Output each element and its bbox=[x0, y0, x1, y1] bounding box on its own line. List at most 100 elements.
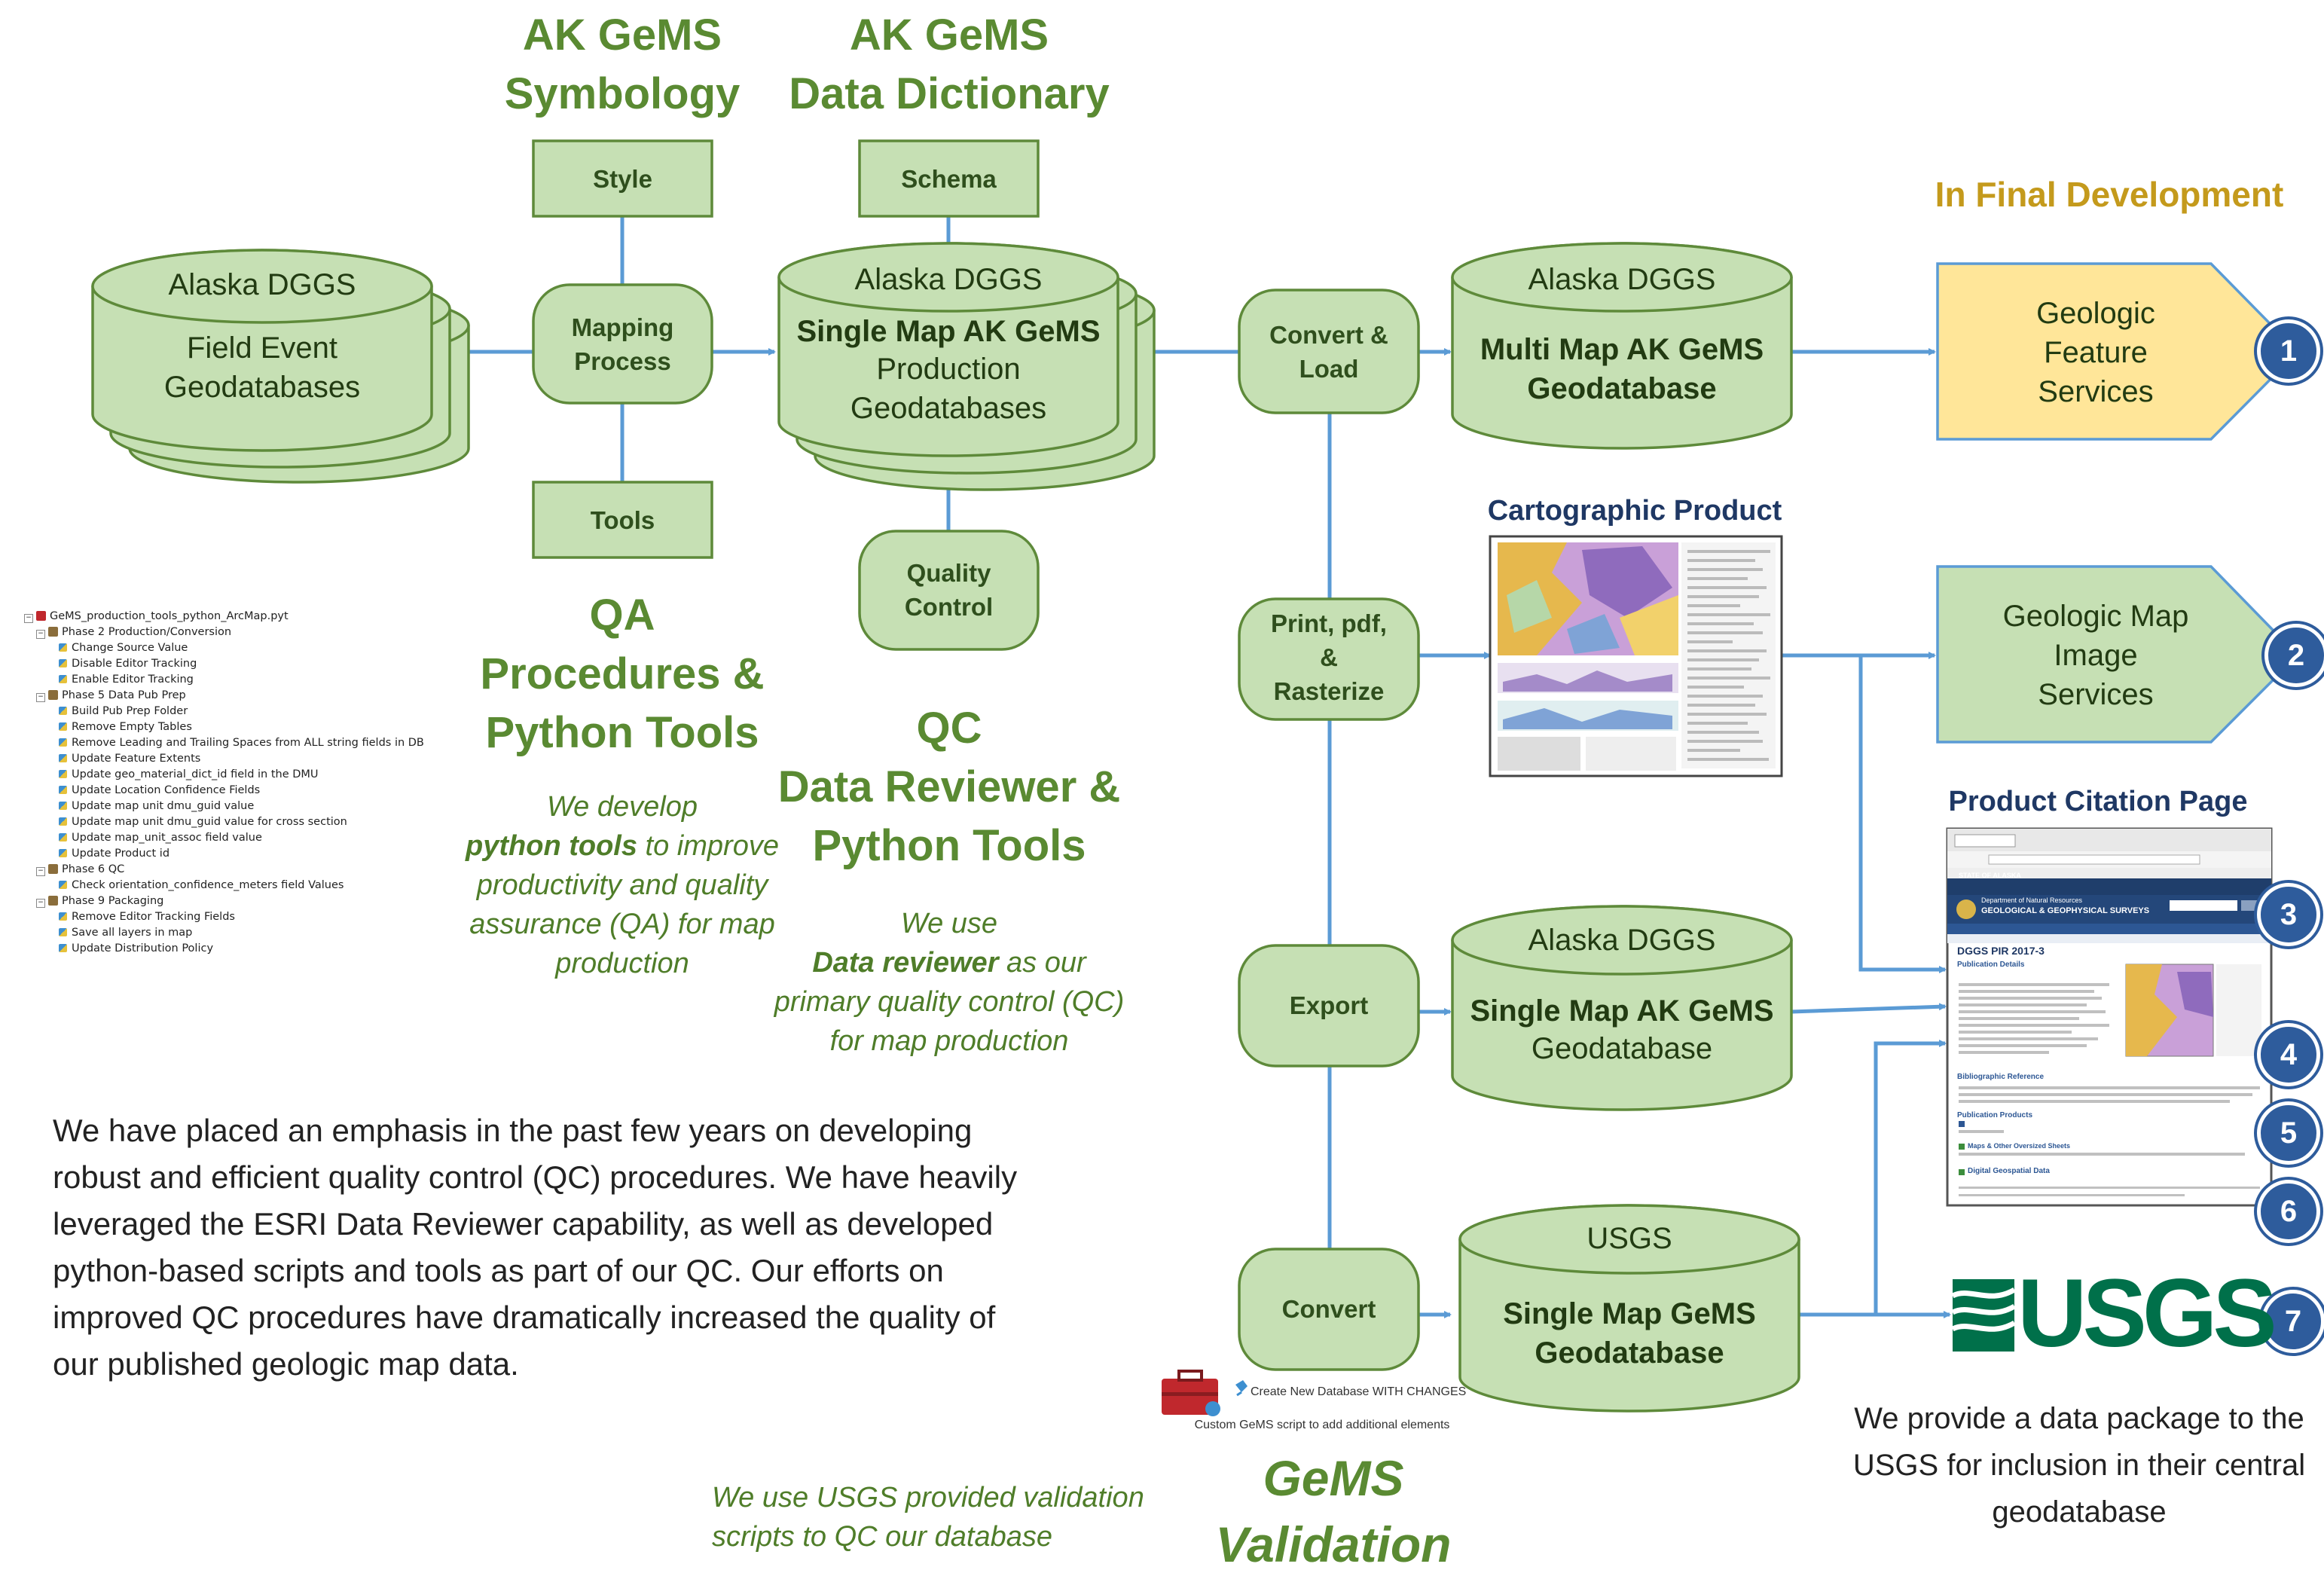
collapse-icon[interactable]: − bbox=[36, 867, 45, 876]
cylinder-production bbox=[777, 242, 1156, 491]
tree-tool-item[interactable]: Build Pub Prep Folder bbox=[24, 704, 431, 719]
citation-org: STATE OF ALASKA bbox=[1959, 872, 2109, 879]
box-convert bbox=[1238, 1248, 1420, 1371]
tree-tool-label: Update map unit dmu_guid value for cross… bbox=[72, 816, 347, 828]
qc-title: QC Data Reviewer & Python Tools bbox=[777, 704, 1121, 870]
number-badge-2: 2 bbox=[2264, 624, 2324, 687]
tree-tool-label: Check orientation_confidence_meters fiel… bbox=[72, 879, 344, 891]
tree-tool-label: Update map_unit_assoc field value bbox=[72, 832, 262, 844]
toolset-icon bbox=[48, 690, 58, 700]
mapping-process-label: Mapping Process bbox=[571, 313, 674, 375]
box-print bbox=[1238, 597, 1420, 721]
single-ak-cylinder-top: Alaska DGGS bbox=[1528, 924, 1716, 957]
script-tool-icon bbox=[59, 912, 67, 921]
citation-org-state: ALASKA bbox=[1993, 872, 2021, 879]
tree-tool-label: Update Product id bbox=[72, 848, 170, 860]
field-cylinder-top: Alaska DGGS bbox=[168, 268, 356, 301]
usgs-cylinder-top: USGS bbox=[1586, 1222, 1672, 1255]
citation-division: GEOLOGICAL & GEOPHYSICAL SURVEYS bbox=[1981, 906, 2150, 915]
box-style bbox=[532, 139, 713, 218]
toolbox-icon bbox=[1162, 1370, 1220, 1416]
citation-thumbnail bbox=[1946, 827, 2273, 1207]
script-tool-icon bbox=[59, 643, 67, 652]
toolset-icon bbox=[48, 864, 58, 874]
script-tool-icon bbox=[59, 928, 67, 936]
custom-script-caption: Custom GeMS script to add additional ele… bbox=[1194, 1419, 1450, 1431]
tree-group-label: Phase 9 Packaging bbox=[62, 895, 164, 907]
script-tool-icon bbox=[59, 944, 67, 952]
tree-tool-item[interactable]: Update Feature Extents bbox=[24, 751, 431, 767]
script-tool-icon bbox=[59, 754, 67, 762]
citation-section-maps: Maps & Other Oversized Sheets bbox=[1968, 1142, 2071, 1150]
tree-tool-label: Build Pub Prep Folder bbox=[72, 705, 188, 717]
custom-script-tool-name: Create New Database WITH CHANGES bbox=[1251, 1385, 1467, 1398]
production-cylinder-bold: Single Map AK GeMS bbox=[796, 315, 1101, 348]
tree-tool-item[interactable]: Change Source Value bbox=[24, 640, 431, 656]
citation-section-geospatial: Digital Geospatial Data bbox=[1968, 1167, 2050, 1175]
usgs-logo-text: USGS bbox=[2017, 1260, 2277, 1367]
script-tool-icon bbox=[59, 659, 67, 667]
qc-emphasis-paragraph: We have placed an emphasis in the past f… bbox=[53, 1113, 1018, 1382]
collapse-icon[interactable]: − bbox=[36, 630, 45, 639]
gems-validation-title: GeMS Validation bbox=[1215, 1450, 1452, 1572]
convert-label: Convert bbox=[1281, 1295, 1376, 1323]
tree-group[interactable]: −Phase 6 QC bbox=[24, 862, 431, 878]
multi-cylinder-bold: Multi Map AK GeMS Geodatabase bbox=[1480, 333, 1764, 405]
tree-tool-item[interactable]: Check orientation_confidence_meters fiel… bbox=[24, 878, 431, 893]
box-quality bbox=[858, 530, 1040, 651]
qa-note-emphasis: python tools bbox=[466, 830, 637, 862]
tree-root-label: GeMS_production_tools_python_ArcMap.pyt bbox=[50, 610, 289, 622]
toolbox-tree: −GeMS_production_tools_python_ArcMap.pyt… bbox=[24, 609, 431, 957]
tree-group[interactable]: − Phase 9 Packaging bbox=[24, 893, 431, 909]
citation-org-small: STATE OF bbox=[1959, 872, 1992, 879]
tree-group[interactable]: −Phase 5 Data Pub Prep bbox=[24, 688, 431, 704]
tree-tool-item[interactable]: Update Location Confidence Fields bbox=[24, 783, 431, 799]
tree-tool-item[interactable]: Update map unit dmu_guid value for cross… bbox=[24, 814, 431, 830]
cartographic-thumbnail bbox=[1489, 535, 1783, 777]
cylinder-single-ak bbox=[1451, 905, 1793, 1111]
schema-label: Schema bbox=[901, 165, 997, 193]
tree-root[interactable]: − GeMS_production_tools_python_ArcMap.pyt bbox=[24, 609, 431, 625]
qa-note-line-1: We develop bbox=[547, 791, 698, 823]
tree-tool-item[interactable]: Disable Editor Tracking bbox=[24, 656, 431, 672]
single-ak-cylinder-bold: Single Map AK GeMS bbox=[1470, 994, 1774, 1028]
cylinder-usgs bbox=[1458, 1204, 1800, 1413]
tree-group[interactable]: − Phase 2 Production/Conversion bbox=[24, 625, 431, 640]
tree-tool-label: Enable Editor Tracking bbox=[72, 673, 194, 686]
collapse-icon[interactable]: − bbox=[36, 693, 45, 702]
qc-note-emphasis: Data reviewer bbox=[812, 947, 999, 979]
image-services-label: Geologic Map Image Services bbox=[2002, 600, 2189, 711]
tree-tool-item[interactable]: Update Product id bbox=[24, 846, 431, 862]
tree-tool-label: Update Distribution Policy bbox=[72, 942, 214, 954]
citation-dept: Department of Natural Resources bbox=[1981, 896, 2083, 904]
tree-tool-item[interactable]: Enable Editor Tracking bbox=[24, 672, 431, 688]
qa-title: QA Procedures & Python Tools bbox=[480, 591, 765, 757]
tree-tool-label: Update geo_material_dict_id field in the… bbox=[72, 768, 319, 780]
citation-section-details: Publication Details bbox=[1957, 961, 2025, 969]
tree-tool-item[interactable]: Update map unit dmu_guid value bbox=[24, 799, 431, 814]
cartographic-product-label: Cartographic Product bbox=[1487, 495, 1782, 527]
tree-tool-item[interactable]: Save all layers in map bbox=[24, 925, 431, 941]
tree-tool-item[interactable]: Remove Empty Tables bbox=[24, 719, 431, 735]
arrow-usgs-to-citation bbox=[1874, 1040, 1947, 1315]
box-export bbox=[1238, 944, 1420, 1068]
usgs-cylinder-bold: Single Map GeMS Geodatabase bbox=[1503, 1297, 1756, 1370]
arrow-single-ak-to-citation bbox=[1791, 1003, 1947, 1014]
tree-tool-item[interactable]: Remove Leading and Trailing Spaces from … bbox=[24, 735, 431, 751]
tree-group-label: Phase 2 Production/Conversion bbox=[62, 626, 232, 638]
tree-tool-item[interactable]: Remove Editor Tracking Fields bbox=[24, 909, 431, 925]
collapse-icon[interactable]: − bbox=[24, 614, 33, 623]
product-citation-label: Product Citation Page bbox=[1948, 786, 2248, 817]
collapse-icon[interactable]: − bbox=[36, 899, 45, 908]
tree-tool-label: Save all layers in map bbox=[72, 927, 193, 939]
box-mapping bbox=[532, 283, 713, 405]
tree-tool-label: Remove Editor Tracking Fields bbox=[72, 911, 235, 923]
tree-tool-item[interactable]: Update Distribution Policy bbox=[24, 941, 431, 957]
tree-tool-label: Update Location Confidence Fields bbox=[72, 784, 261, 796]
validation-note: We use USGS provided validation scripts … bbox=[712, 1482, 1144, 1553]
tree-tool-item[interactable]: Update map_unit_assoc field value bbox=[24, 830, 431, 846]
tree-tool-item[interactable]: Update geo_material_dict_id field in the… bbox=[24, 767, 431, 783]
